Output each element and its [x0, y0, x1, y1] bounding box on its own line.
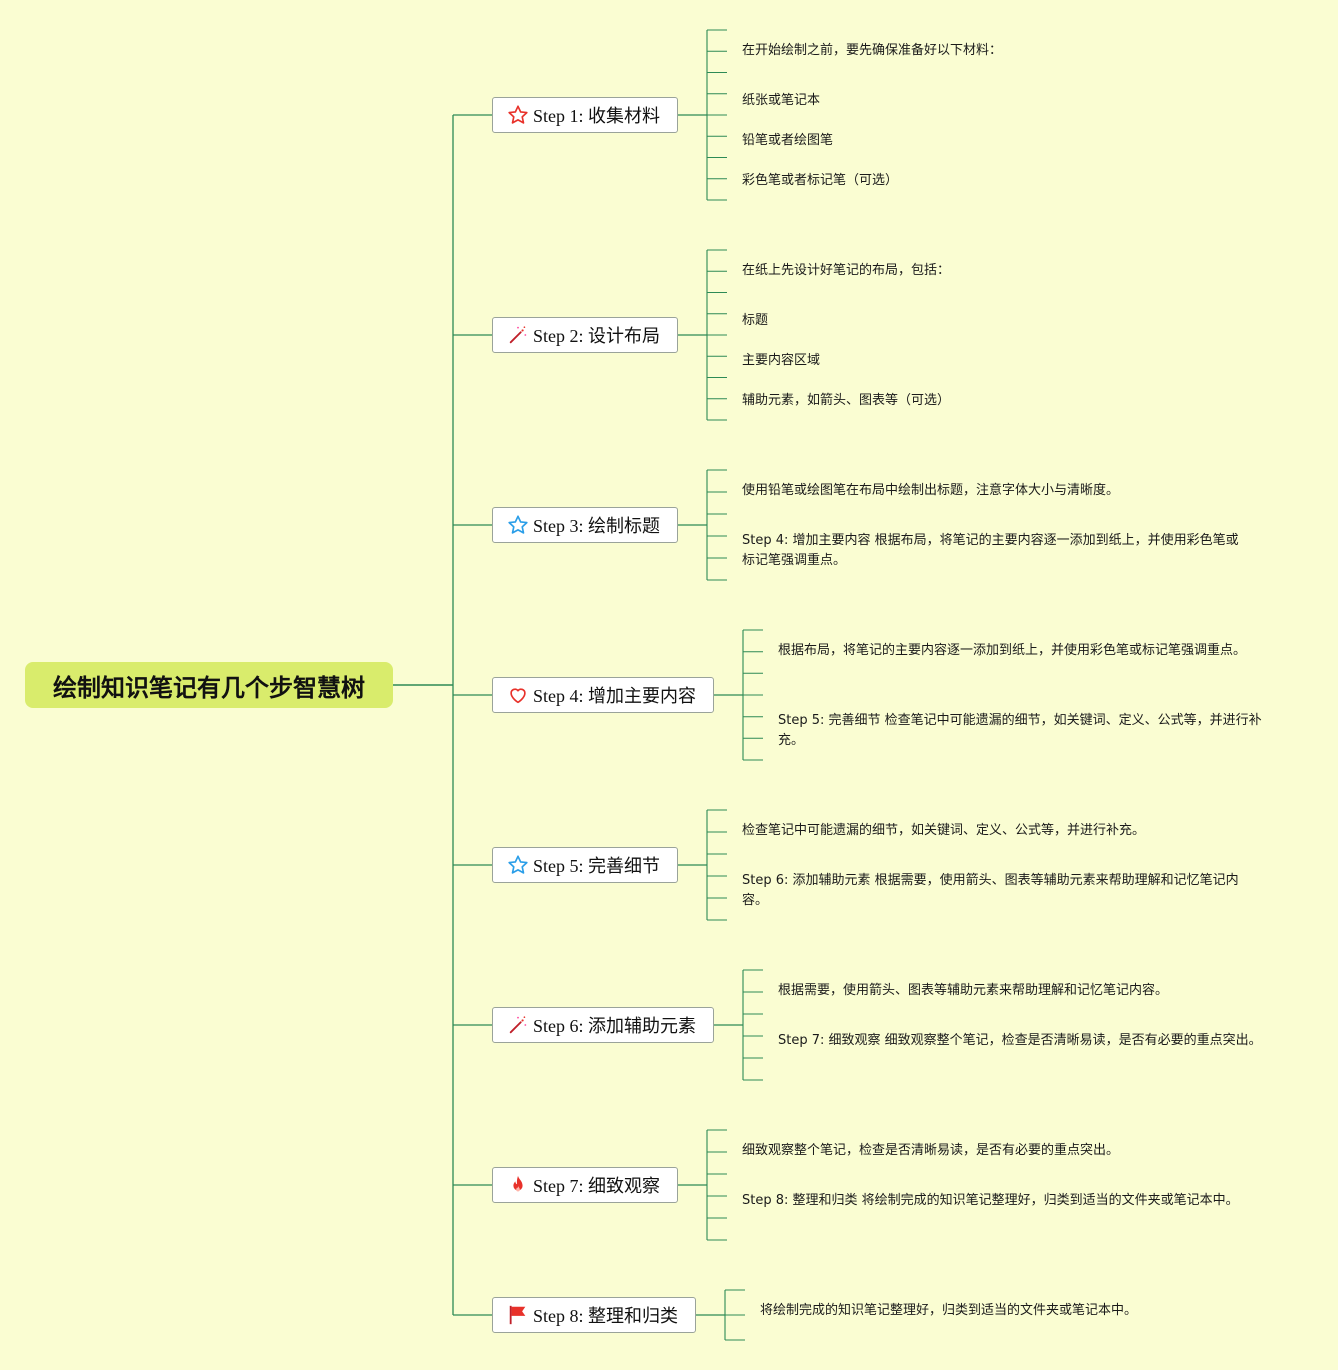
step-node-2[interactable]: Step 2: 设计布局: [492, 317, 678, 353]
step-label: Step 1: 收集材料: [533, 106, 661, 126]
leaf-text: 彩色笔或者标记笔（可选）: [742, 173, 899, 188]
star-outline-blue-icon: [507, 514, 529, 536]
step-label: Step 4: 增加主要内容: [533, 686, 697, 706]
leaf-text: 使用铅笔或绘图笔在布局中绘制出标题，注意字体大小与清晰度。: [742, 483, 1120, 498]
leaf-text: 主要内容区域: [742, 353, 821, 368]
step-label: Step 6: 添加辅助元素: [533, 1016, 697, 1036]
leaf-text: Step 7: 细致观察 细致观察整个笔记，检查是否清晰易读，是否有必要的重点突…: [778, 1033, 1262, 1048]
step-node-3[interactable]: Step 3: 绘制标题: [492, 507, 678, 543]
magic-wand-icon: [507, 324, 529, 346]
leaf-text: 根据需要，使用箭头、图表等辅助元素来帮助理解和记忆笔记内容。: [778, 983, 1169, 998]
star-outline-red-icon: [507, 104, 529, 126]
step-node-4[interactable]: Step 4: 增加主要内容: [492, 677, 714, 713]
leaf-text: 辅助元素，如箭头、图表等（可选）: [742, 393, 951, 408]
fire-icon: [507, 1174, 529, 1196]
root-title: 绘制知识笔记有几个步智慧树: [53, 673, 365, 702]
leaf-text: 根据布局，将笔记的主要内容逐一添加到纸上，并使用彩色笔或标记笔强调重点。: [778, 643, 1247, 658]
step-node-5[interactable]: Step 5: 完善细节: [492, 847, 678, 883]
step-label: Step 2: 设计布局: [533, 326, 661, 346]
magic-wand-icon: [507, 1014, 529, 1036]
star-outline-blue-icon: [507, 854, 529, 876]
leaf-text: 标题: [742, 313, 769, 328]
step-node-7[interactable]: Step 7: 细致观察: [492, 1167, 678, 1203]
step-label: Step 8: 整理和归类: [533, 1306, 679, 1326]
step-node-1[interactable]: Step 1: 收集材料: [492, 97, 678, 133]
leaf-text: 在开始绘制之前，要先确保准备好以下材料：: [742, 43, 1003, 58]
leaf-text: Step 4: 增加主要内容 根据布局，将笔记的主要内容逐一添加到纸上，并使用彩…: [742, 533, 1239, 568]
root-topic[interactable]: 绘制知识笔记有几个步智慧树: [25, 662, 393, 708]
leaf-text: Step 6: 添加辅助元素 根据需要，使用箭头、图表等辅助元素来帮助理解和记忆…: [742, 873, 1239, 908]
leaf-text: Step 8: 整理和归类 将绘制完成的知识笔记整理好，归类到适当的文件夹或笔记…: [742, 1193, 1239, 1208]
leaf-text: 检查笔记中可能遗漏的细节，如关键词、定义、公式等，并进行补充。: [742, 823, 1146, 838]
leaf-text: 细致观察整个笔记，检查是否清晰易读，是否有必要的重点突出。: [742, 1143, 1120, 1158]
step-label: Step 7: 细致观察: [533, 1176, 661, 1196]
heart-outline-icon: [507, 684, 529, 706]
red-flag-icon: [507, 1304, 529, 1326]
leaf-text: Step 5: 完善细节 检查笔记中可能遗漏的细节，如关键词、定义、公式等，并进…: [778, 713, 1262, 748]
step-node-6[interactable]: Step 6: 添加辅助元素: [492, 1007, 714, 1043]
leaf-text: 铅笔或者绘图笔: [742, 133, 834, 148]
step-label: Step 3: 绘制标题: [533, 516, 661, 536]
step-label: Step 5: 完善细节: [533, 856, 661, 876]
leaf-text: 纸张或笔记本: [742, 93, 821, 108]
step-node-8[interactable]: Step 8: 整理和归类: [492, 1297, 696, 1333]
leaf-text: 将绘制完成的知识笔记整理好，归类到适当的文件夹或笔记本中。: [760, 1303, 1138, 1318]
leaf-text: 在纸上先设计好笔记的布局，包括：: [742, 263, 951, 278]
